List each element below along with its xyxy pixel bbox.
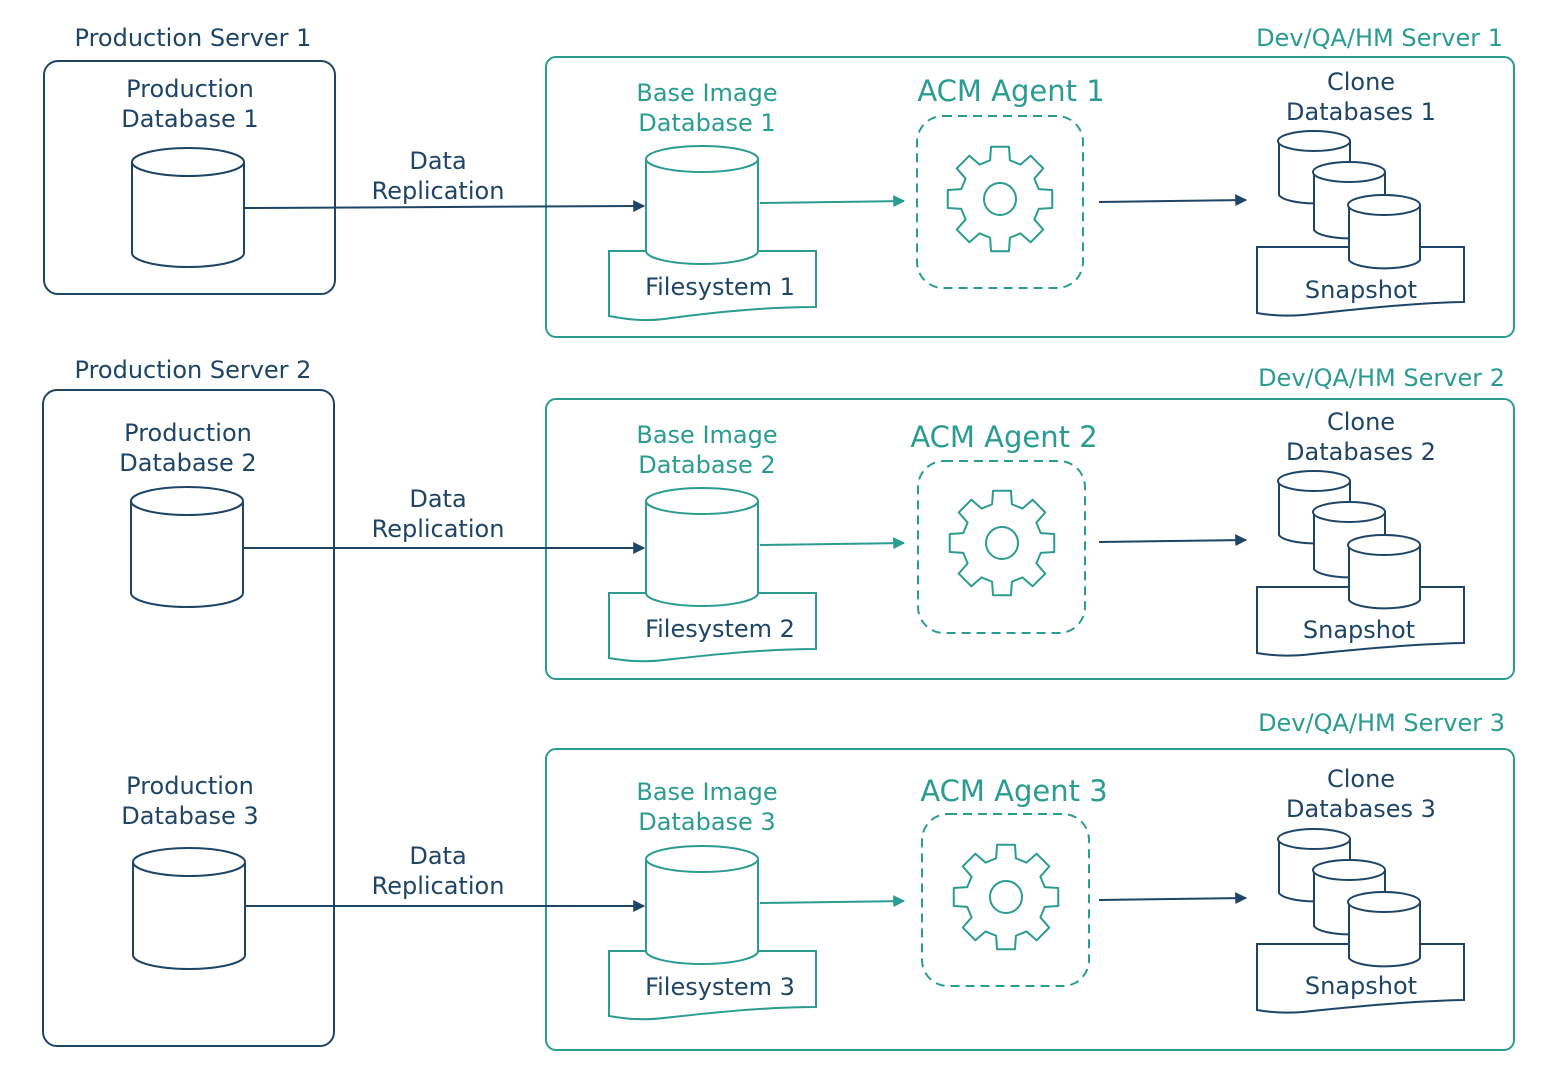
acm-agent-label: ACM Agent 3 (920, 774, 1107, 808)
clone-database-icon (1347, 534, 1421, 610)
production-database-label-line2: Database 3 (121, 802, 258, 830)
gear-icon (952, 843, 1060, 951)
production-server-box (43, 60, 336, 295)
to-agent-arrow (759, 195, 906, 208)
replication-label-line1: Data (409, 842, 466, 870)
replication-link-2: Data Replication (244, 485, 646, 554)
replication-label-line1: Data (409, 147, 466, 175)
to-clone-arrow (1098, 892, 1248, 905)
base-image-label-line1: Base Image (636, 421, 777, 449)
production-database-label-line1: Production (126, 75, 254, 103)
replication-label-line2: Replication (372, 177, 505, 205)
dev-server-box-3 (545, 748, 1515, 1051)
dev-row-1: Base Image Database 1 Filesystem 1 ACM A… (608, 68, 1465, 322)
replication-label-line2: Replication (372, 515, 505, 543)
replication-link-3: Data Replication (246, 842, 646, 912)
base-image-label-line2: Database 3 (638, 808, 775, 836)
database-icon (130, 486, 244, 608)
replication-link-1: Data Replication (244, 147, 646, 213)
base-image-database-icon (645, 487, 759, 607)
acm-agent-label: ACM Agent 1 (917, 74, 1104, 108)
acm-agent-box (921, 813, 1090, 987)
gear-icon (946, 145, 1054, 253)
acm-agent-label: ACM Agent 2 (910, 420, 1097, 454)
snapshot-shape (1256, 586, 1465, 657)
snapshot-label: Snapshot (1303, 616, 1415, 644)
filesystem-shape (608, 950, 817, 1021)
to-agent-arrow (759, 537, 906, 550)
filesystem-shape (608, 592, 817, 663)
to-clone-arrow (1098, 194, 1248, 207)
to-clone-arrow (1098, 534, 1248, 547)
production-server-1: Production Server 1 Production Database … (43, 24, 336, 295)
snapshot-label: Snapshot (1305, 276, 1417, 304)
acm-agent-box (917, 460, 1086, 634)
dev-server-box-1 (545, 56, 1515, 338)
to-agent-arrow (759, 895, 906, 908)
replication-arrow (244, 200, 646, 213)
base-image-label-line1: Base Image (636, 79, 777, 107)
replication-label-line2: Replication (372, 872, 505, 900)
base-image-label-line1: Base Image (636, 778, 777, 806)
base-image-label-line2: Database 2 (638, 451, 775, 479)
clone-database-icon (1347, 891, 1421, 968)
production-server-box (42, 389, 335, 1047)
production-server-title: Production Server 2 (75, 356, 312, 384)
production-database-label-line2: Database 2 (119, 449, 256, 477)
production-database-label-line2: Database 1 (121, 105, 258, 133)
clone-label-line2: Databases 2 (1286, 438, 1436, 466)
gear-icon (948, 489, 1056, 597)
dev-row-3: Base Image Database 3 Filesystem 3 ACM A… (608, 765, 1465, 1021)
dev-server-box-2 (545, 398, 1515, 680)
filesystem-label: Filesystem 2 (645, 615, 795, 643)
acm-agent-box (916, 115, 1084, 289)
production-database-label-line1: Production (126, 772, 254, 800)
clone-database-icon (1347, 194, 1421, 270)
clone-label-line1: Clone (1327, 68, 1395, 96)
base-image-database-icon (645, 845, 759, 965)
snapshot-shape (1256, 246, 1465, 317)
base-image-database-icon (645, 145, 759, 265)
database-icon (131, 147, 245, 268)
dev-server-title: Dev/QA/HM Server 2 (1258, 364, 1505, 392)
dev-server-title: Dev/QA/HM Server 1 (1256, 24, 1503, 52)
filesystem-label: Filesystem 1 (645, 273, 795, 301)
production-database-label-line1: Production (124, 419, 252, 447)
clone-label-line2: Databases 3 (1286, 795, 1436, 823)
dev-row-2: Base Image Database 2 Filesystem 2 ACM A… (608, 408, 1465, 663)
snapshot-label: Snapshot (1305, 972, 1417, 1000)
snapshot-shape (1256, 943, 1465, 1014)
production-server-title: Production Server 1 (75, 24, 312, 52)
clone-label-line2: Databases 1 (1286, 98, 1436, 126)
filesystem-label: Filesystem 3 (645, 973, 795, 1001)
dev-server-title: Dev/QA/HM Server 3 (1258, 709, 1505, 737)
clone-label-line1: Clone (1327, 765, 1395, 793)
filesystem-shape (608, 250, 817, 322)
replication-label-line1: Data (409, 485, 466, 513)
base-image-label-line2: Database 1 (638, 109, 775, 137)
database-icon (132, 847, 246, 970)
clone-label-line1: Clone (1327, 408, 1395, 436)
production-server-2: Production Server 2 Production Database … (42, 356, 335, 1047)
